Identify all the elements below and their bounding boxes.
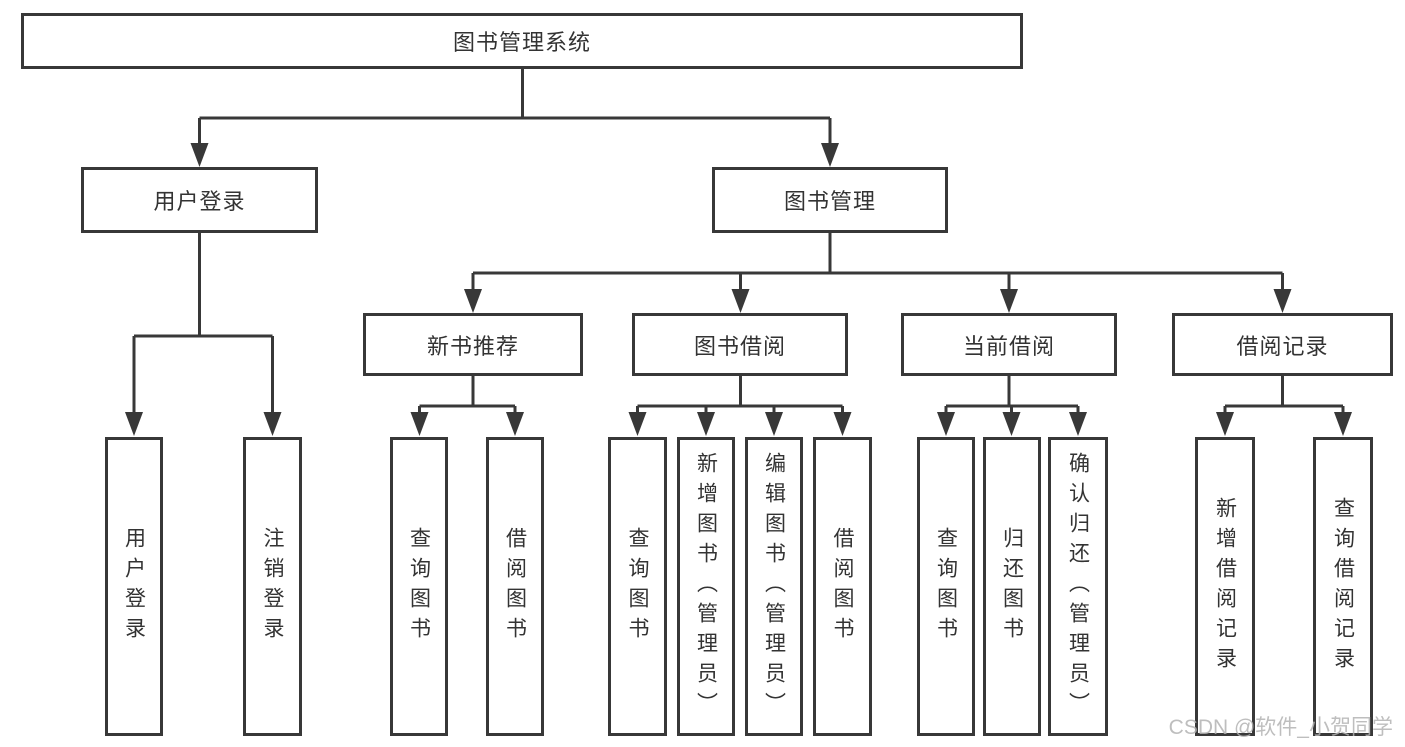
node-borrow-records: 借阅记录: [1172, 313, 1393, 376]
node-system-root-label: 图书管理系统: [452, 30, 591, 55]
leaf-borrow-query-book-label: 查询图书: [626, 526, 649, 647]
leaf-logout-label: 注销登录: [261, 526, 284, 647]
node-book-borrow-label: 图书借阅: [693, 333, 786, 359]
leaf-user-login: 用户登录: [105, 437, 163, 736]
leaf-confirm-return-admin: 确认归还（管理员）: [1048, 437, 1108, 736]
leaf-add-book-admin-label: 新增图书（管理员）: [694, 451, 718, 722]
node-current-borrow-label: 当前借阅: [962, 333, 1055, 359]
leaf-add-book-admin: 新增图书（管理员）: [677, 437, 735, 736]
leaf-return-book-label: 归还图书: [1000, 526, 1024, 647]
node-user-login-label: 用户登录: [153, 189, 246, 214]
leaf-add-borrow-record-label: 新增借阅记录: [1213, 496, 1237, 677]
node-user-login: 用户登录: [81, 167, 318, 233]
leaf-recommend-query-book-label: 查询图书: [407, 526, 431, 647]
node-book-management: 图书管理: [712, 167, 948, 233]
node-book-borrow: 图书借阅: [632, 313, 848, 376]
node-current-borrow: 当前借阅: [901, 313, 1117, 376]
leaf-recommend-borrow-book-label: 借阅图书: [503, 526, 527, 647]
leaf-logout: 注销登录: [243, 437, 302, 736]
node-new-book-recommend: 新书推荐: [363, 313, 583, 376]
leaf-return-book: 归还图书: [983, 437, 1041, 736]
leaf-current-query-book-label: 查询图书: [934, 526, 958, 647]
leaf-recommend-borrow-book: 借阅图书: [486, 437, 544, 736]
node-borrow-records-label: 借阅记录: [1236, 333, 1329, 359]
csdn-watermark: CSDN @软件_小贺同学: [1168, 716, 1393, 739]
arrowhead-icons: [125, 143, 1352, 436]
node-system-root: 图书管理系统: [21, 13, 1023, 69]
leaf-borrow-query-book: 查询图书: [608, 437, 667, 736]
leaf-query-borrow-record-label: 查询借阅记录: [1331, 496, 1355, 677]
leaf-query-borrow-record: 查询借阅记录: [1313, 437, 1373, 736]
leaf-recommend-query-book: 查询图书: [390, 437, 448, 736]
leaf-add-borrow-record: 新增借阅记录: [1195, 437, 1255, 736]
leaf-current-query-book: 查询图书: [917, 437, 975, 736]
leaf-edit-book-admin-label: 编辑图书（管理员）: [762, 451, 786, 722]
leaf-borrow-book-label: 借阅图书: [831, 526, 854, 647]
leaf-edit-book-admin: 编辑图书（管理员）: [745, 437, 803, 736]
leaf-confirm-return-admin-label: 确认归还（管理员）: [1066, 451, 1090, 722]
leaf-user-login-label: 用户登录: [122, 526, 146, 647]
node-new-book-recommend-label: 新书推荐: [426, 333, 519, 359]
leaf-borrow-book: 借阅图书: [813, 437, 872, 736]
node-book-management-label: 图书管理: [783, 189, 876, 214]
